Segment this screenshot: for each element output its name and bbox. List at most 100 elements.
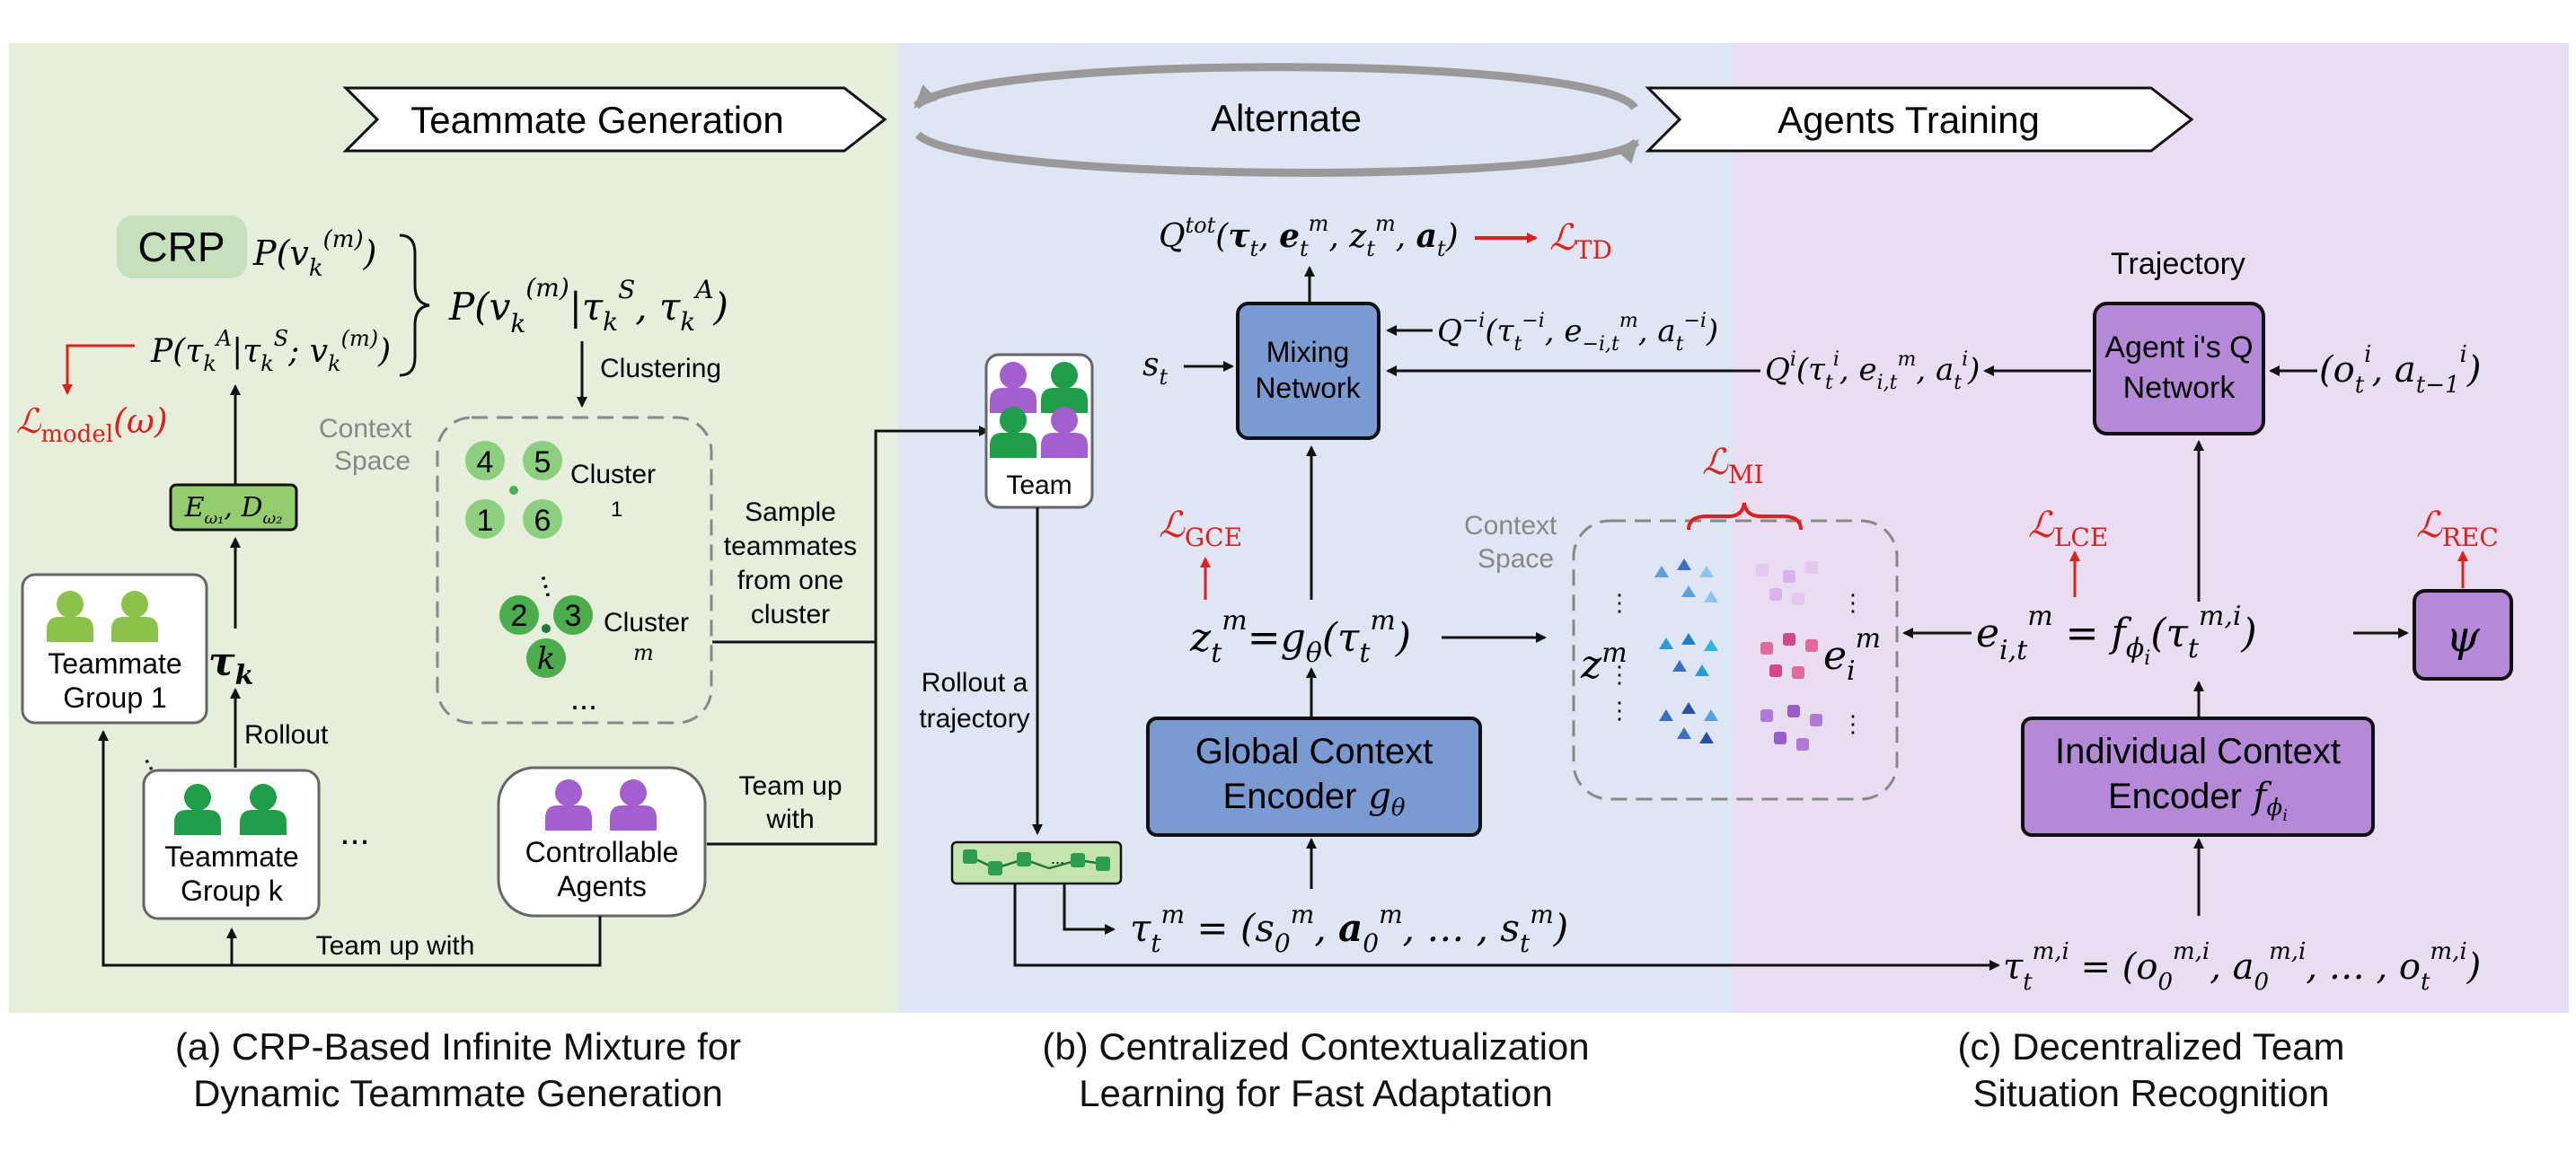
context-space-b <box>1572 519 1899 801</box>
qtot-formula: Qtot(τt, etm, ztm, at) <box>1159 211 1459 261</box>
mi-brace-icon <box>1687 502 1803 531</box>
clusterm-node: k <box>537 641 556 677</box>
rollout-trajectory-line1: Rollout a <box>922 668 1028 698</box>
global-context-encoder <box>1146 717 1482 837</box>
alternate-label: Alternate <box>1211 97 1362 139</box>
left-dots: ⋮ <box>1608 697 1631 724</box>
caption-c-line1: (c) Decentralized Team <box>1957 1025 2345 1068</box>
encoder-decoder-label: Eω₁, Dω₂ <box>184 492 283 528</box>
cluster1-node: 5 <box>534 445 551 479</box>
agents-training-banner: Agents Training <box>1645 86 2194 153</box>
mixing-line2: Network <box>1255 372 1361 404</box>
context-space-b-line1: Context <box>1464 511 1557 541</box>
cluster-ellipsis: ... <box>570 680 597 717</box>
context-space-a-line1: Context <box>319 414 412 444</box>
crp-label: CRP <box>137 224 225 270</box>
caption-b-line1: (b) Centralized Contextualization <box>1042 1025 1590 1068</box>
cluster-m: 2 3 k <box>499 595 593 678</box>
caption-b-line2: Learning for Fast Adaptation <box>1079 1072 1553 1114</box>
global-encoder-line1: Global Context <box>1195 732 1434 771</box>
z-m-label: zm <box>1580 638 1628 688</box>
group1-line1: Teammate <box>48 647 181 680</box>
banner-right-label: Agents Training <box>1778 99 2040 141</box>
groupk-line1: Teammate <box>164 840 298 873</box>
mixing-line1: Mixing <box>1266 336 1349 368</box>
trajectory-label: Trajectory <box>2111 247 2245 281</box>
rollout-trajectory-line2: trajectory <box>919 704 1029 734</box>
caption-c: (c) Decentralized Team Situation Recogni… <box>1734 1024 2569 1117</box>
cluster1-node: 6 <box>534 504 551 538</box>
agent-q-line2: Network <box>2123 371 2236 405</box>
cluster1-index: 1 <box>611 497 622 522</box>
team-up-with-bottom: Team up with <box>316 931 475 961</box>
controllable-line2: Agents <box>557 870 647 902</box>
e-m-label: eim <box>1823 623 1881 687</box>
team-up-with-line2: with <box>765 805 814 834</box>
cluster1-label: Cluster <box>570 460 656 489</box>
agent-q-network <box>2093 302 2265 435</box>
brace-icon <box>399 233 430 377</box>
caption-a-line2: Dynamic Teammate Generation <box>193 1072 723 1114</box>
z-embedding-points <box>1654 558 1718 743</box>
crp-label-box <box>117 215 247 278</box>
team-label: Team <box>1006 470 1072 500</box>
groupk-line2: Group k <box>181 875 284 907</box>
agent-q-line1: Agent i's Q <box>2104 330 2253 365</box>
obs-action-input: (oti, at−1i) <box>2319 341 2481 399</box>
q-minus-i-formula: Q−i(τt−i, e−i,tm, at−i) <box>1437 310 1718 356</box>
tau-mi-formula: τtm,i = (o0m,i, a0m,i, … , otm,i) <box>2003 938 2481 996</box>
clusterm-node: 2 <box>511 599 528 633</box>
mixing-network <box>1236 302 1381 440</box>
e-embedding-points <box>1756 561 1822 751</box>
clusterm-label: Cluster <box>604 608 689 638</box>
e-formula: ei,tm = fϕi(τtm,i) <box>1976 601 2257 670</box>
controllable-agents <box>497 766 707 918</box>
encoder-decoder-box <box>169 483 298 532</box>
team-up-with-line1: Team up <box>738 771 842 801</box>
psi-label: ψ <box>2446 611 2481 662</box>
z-formula: ztm=gθ(τtm) <box>1189 605 1411 669</box>
rollout-label: Rollout <box>244 720 329 750</box>
alternate-cycle: Alternate <box>913 63 1640 177</box>
global-encoder-line2: Encoder gθ <box>1223 776 1406 822</box>
loss-model: ℒmodel(ω) <box>16 401 168 448</box>
clusterm-node: 3 <box>565 599 582 633</box>
likelihood-formula: P(τkA|τkS; vk(m)) <box>150 326 391 376</box>
tau-m-formula: τtm = (s0m, a0m, … , stm) <box>1130 900 1568 958</box>
loss-td: ℒTD <box>1549 217 1612 265</box>
cluster1-node: 1 <box>477 504 494 538</box>
context-space-b-line2: Space <box>1478 544 1554 574</box>
q-i-formula: Qi(τti, ei,tm, ati) <box>1765 348 1980 394</box>
trajectory-chain-icon: ... <box>950 840 1123 885</box>
individual-context-encoder <box>2021 717 2375 837</box>
banner-left-label: Teammate Generation <box>410 99 784 141</box>
right-dots: ⋮ <box>1841 589 1865 616</box>
left-dots: ⋮ <box>1608 661 1631 688</box>
posterior-formula: P(vk(m)|τkS, τkA) <box>448 273 728 339</box>
sample-line1: Sample <box>745 497 836 527</box>
left-dots: ⋮ <box>1608 589 1631 616</box>
cluster1-node: 4 <box>477 445 494 479</box>
loss-mi: ℒMI <box>1702 442 1764 489</box>
caption-b: (b) Centralized Contextualization Learni… <box>898 1024 1734 1117</box>
psi-decoder <box>2413 589 2513 681</box>
panel-c-background <box>1734 43 2569 1013</box>
sample-line2: teammates <box>724 532 857 561</box>
teammate-generation-banner: Teammate Generation <box>342 86 887 153</box>
context-space-a <box>436 416 713 725</box>
sample-line4: cluster <box>751 600 830 629</box>
loss-rec: ℒREC <box>2416 505 2499 552</box>
loss-lce: ℒLCE <box>2028 505 2108 552</box>
context-space-a-line2: Space <box>334 446 410 476</box>
caption-a: (a) CRP-Based Infinite Mixture for Dynam… <box>54 1024 862 1117</box>
clusterm-index: m <box>633 640 654 665</box>
svg-text:...: ... <box>1051 849 1064 867</box>
right-dots: ⋮ <box>1841 710 1865 737</box>
cluster-1: 4 5 1 6 <box>465 441 562 539</box>
group1-line2: Group 1 <box>63 682 167 714</box>
tau-k: τk <box>208 639 253 691</box>
sample-line3: from one <box>737 566 843 595</box>
individual-encoder-line2: Encoder fϕi <box>2108 776 2288 825</box>
